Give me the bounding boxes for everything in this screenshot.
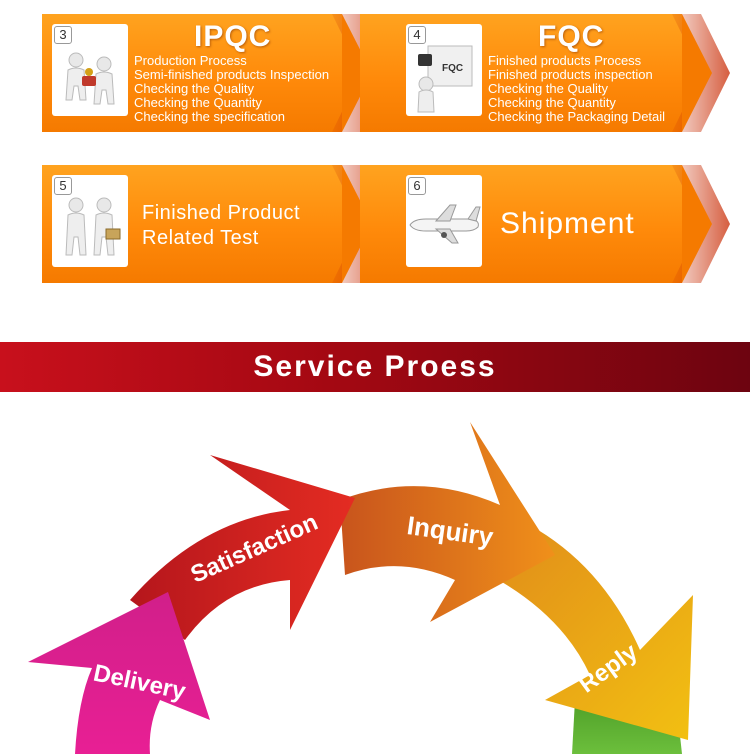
service-process-banner: Service Proess (0, 342, 750, 392)
inquiry-arrow (340, 422, 555, 622)
detail-line: Checking the Quality (488, 81, 608, 96)
step-number: 6 (408, 177, 426, 195)
banner-title: Service Proess (253, 350, 497, 383)
step-card-fqc: 4 FQC FQC Finished products Process Fini… (360, 14, 730, 132)
card-chevron (682, 165, 712, 283)
inspector-figures-icon (65, 52, 115, 105)
delivery-arrow (28, 592, 210, 754)
airplane-icon (409, 204, 481, 244)
reply-arrow (480, 520, 693, 740)
fqc-box-image: 4 FQC (406, 24, 482, 116)
step-details: Finished products Process Finished produ… (488, 54, 665, 124)
step-title: IPQC (194, 20, 272, 53)
step-card-finished-product: 5 Finished Product Related Test (42, 165, 390, 283)
detail-line: Checking the Quantity (488, 95, 616, 110)
detail-line: Semi-finished products Inspection (134, 67, 330, 82)
satisfaction-arrow (130, 455, 355, 640)
title-line: Finished Product (142, 202, 301, 224)
box-carrier-icon: FQC (417, 45, 473, 113)
detail-line: Production Process (134, 53, 247, 68)
step-title: FQC (538, 20, 605, 53)
handshake-image: 5 (52, 175, 128, 267)
step-title: Finished Product Related Test (142, 201, 300, 251)
detail-line: Finished products inspection (488, 67, 653, 82)
step-details: Production Process Semi-finished product… (134, 54, 329, 124)
service-cycle-diagram: Delivery Satisfaction Inquiry Reply (28, 422, 693, 754)
step-number: 4 (408, 26, 426, 44)
box-label: FQC (442, 63, 463, 74)
detail-line: Finished products Process (488, 53, 642, 68)
step-number: 5 (54, 177, 72, 195)
airplane-image: 6 (406, 175, 482, 267)
detail-line: Checking the Packaging Detail (488, 109, 666, 124)
step-title: Shipment (500, 207, 635, 240)
step-card-shipment: 6 Shipment (360, 165, 730, 283)
inspection-figure-image: 3 (52, 24, 128, 116)
detail-line: Checking the Quality (134, 81, 254, 96)
detail-line: Checking the specification (134, 109, 286, 124)
step-card-ipqc: 3 IPQC Production Process Semi-finished … (42, 14, 390, 132)
title-line: Related Test (142, 227, 259, 249)
card-chevron (682, 14, 712, 132)
detail-line: Checking the Quantity (134, 95, 262, 110)
handshake-figures-icon (65, 197, 121, 256)
step-number: 3 (54, 26, 72, 44)
